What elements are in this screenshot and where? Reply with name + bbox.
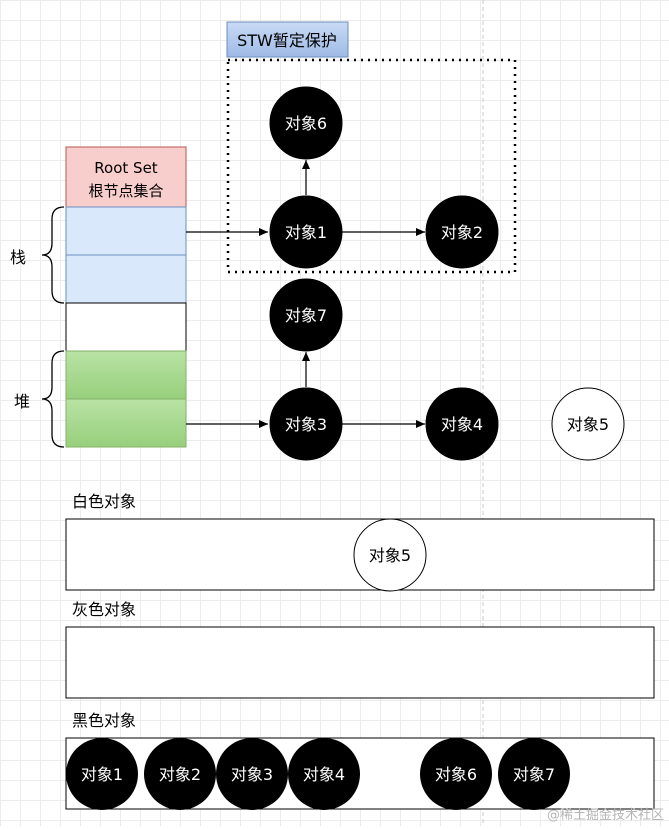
gray-section-title: 灰色对象 — [72, 600, 136, 619]
node-obj3: 对象3 — [269, 387, 343, 461]
node-obj6: 对象6 — [269, 86, 343, 160]
root-set-header — [65, 146, 187, 208]
empty-cell — [65, 302, 187, 352]
gray-section-box — [65, 626, 655, 699]
black-section-title: 黑色对象 — [72, 711, 136, 730]
stack-cell-1 — [65, 206, 187, 256]
stw-label-box — [226, 21, 349, 58]
node-obj4-label: 对象4 — [441, 415, 483, 434]
black-item-obj3: 对象3 — [216, 738, 288, 810]
black-item-label: 对象6 — [435, 765, 477, 784]
black-item-label: 对象4 — [303, 765, 345, 784]
node-obj5: 对象5 — [551, 387, 625, 461]
heap-cell-2 — [65, 398, 187, 448]
node-obj3-label: 对象3 — [285, 415, 327, 434]
node-obj1: 对象1 — [269, 195, 343, 269]
heap-label: 堆 — [14, 392, 30, 411]
black-item-label: 对象2 — [159, 765, 201, 784]
node-obj7-label: 对象7 — [285, 306, 327, 325]
black-item-obj4: 对象4 — [288, 738, 360, 810]
heap-brace — [41, 350, 65, 448]
black-item-obj1: 对象1 — [66, 738, 138, 810]
black-item-label: 对象1 — [81, 765, 123, 784]
stw-protection-region — [226, 58, 517, 274]
node-obj2-label: 对象2 — [441, 223, 483, 242]
stw-label: STW暂定保护 — [237, 31, 337, 50]
node-obj4: 对象4 — [425, 387, 499, 461]
black-item-label: 对象7 — [513, 765, 555, 784]
black-item-label: 对象3 — [231, 765, 273, 784]
node-obj2: 对象2 — [425, 195, 499, 269]
node-obj1-label: 对象1 — [285, 223, 327, 242]
stack-cell-2 — [65, 254, 187, 304]
black-item-obj2: 对象2 — [144, 738, 216, 810]
node-obj6-label: 对象6 — [285, 114, 327, 133]
white-item-obj5: 对象5 — [353, 518, 427, 592]
root-set-title: Root Set — [94, 159, 158, 177]
node-obj5-label: 对象5 — [567, 415, 609, 434]
root-set-subtitle: 根节点集合 — [88, 182, 163, 200]
heap-cell-1 — [65, 350, 187, 400]
node-obj7: 对象7 — [269, 278, 343, 352]
black-item-obj7: 对象7 — [498, 738, 570, 810]
white-section-title: 白色对象 — [72, 492, 136, 511]
black-item-obj6: 对象6 — [420, 738, 492, 810]
stack-brace — [41, 206, 65, 304]
white-item-label: 对象5 — [369, 546, 411, 565]
watermark: @稀土掘金技术社区 — [547, 807, 664, 823]
stack-label: 栈 — [10, 248, 26, 267]
